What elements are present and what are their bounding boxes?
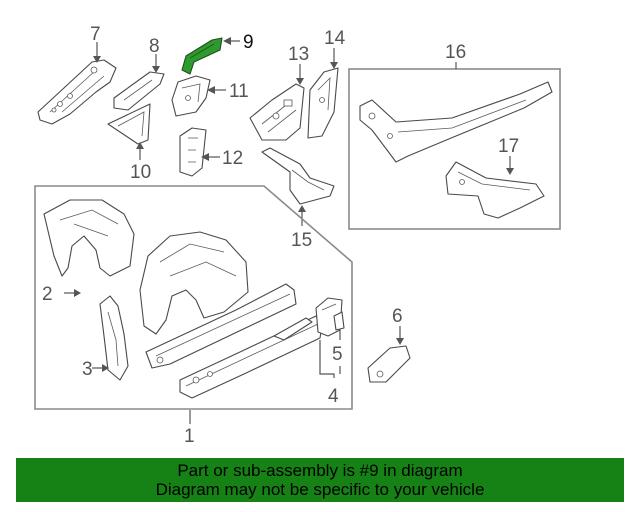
part-2[interactable]: [43, 199, 135, 277]
callout-9: 9: [243, 32, 254, 53]
callout-7: 7: [90, 24, 101, 45]
callout-15: 15: [291, 230, 312, 251]
callout-4: 4: [328, 386, 339, 407]
callout-10: 10: [130, 162, 151, 183]
callout-11: 11: [229, 81, 249, 102]
part-10[interactable]: [107, 103, 151, 145]
part-6[interactable]: [367, 345, 411, 383]
callout-1: 1: [184, 426, 195, 447]
part-1[interactable]: [139, 231, 323, 399]
part-11[interactable]: [171, 75, 211, 117]
assembly-box-16: [348, 68, 561, 230]
callout-17: 17: [498, 136, 519, 157]
callout-8: 8: [149, 36, 160, 57]
part-15[interactable]: [261, 147, 335, 205]
banner-line-2: Diagram may not be specific to your vehi…: [155, 480, 485, 499]
callout-12: 12: [222, 148, 243, 169]
part-5[interactable]: [333, 311, 345, 331]
part-16[interactable]: [359, 81, 553, 163]
part-3[interactable]: [99, 295, 129, 381]
info-banner: Part or sub-assembly is #9 in diagram Di…: [16, 458, 624, 502]
parts-diagram: 7 8 10 9 11 12 13: [34, 24, 561, 447]
part-17[interactable]: [445, 161, 545, 219]
part-7[interactable]: [37, 59, 117, 125]
part-9[interactable]: [181, 37, 223, 75]
assembly-box-1: [34, 185, 353, 410]
part-12[interactable]: [179, 127, 207, 177]
callout-13: 13: [288, 44, 309, 65]
part-14[interactable]: [307, 67, 339, 139]
callout-16: 16: [445, 42, 466, 63]
part-13[interactable]: [249, 83, 305, 141]
callout-3: 3: [82, 359, 93, 380]
callout-14: 14: [324, 28, 346, 49]
callout-5: 5: [332, 344, 343, 365]
callout-6: 6: [392, 306, 403, 327]
part-8[interactable]: [113, 71, 165, 111]
banner-line-1: Part or sub-assembly is #9 in diagram: [177, 461, 463, 480]
callout-2: 2: [42, 284, 53, 305]
